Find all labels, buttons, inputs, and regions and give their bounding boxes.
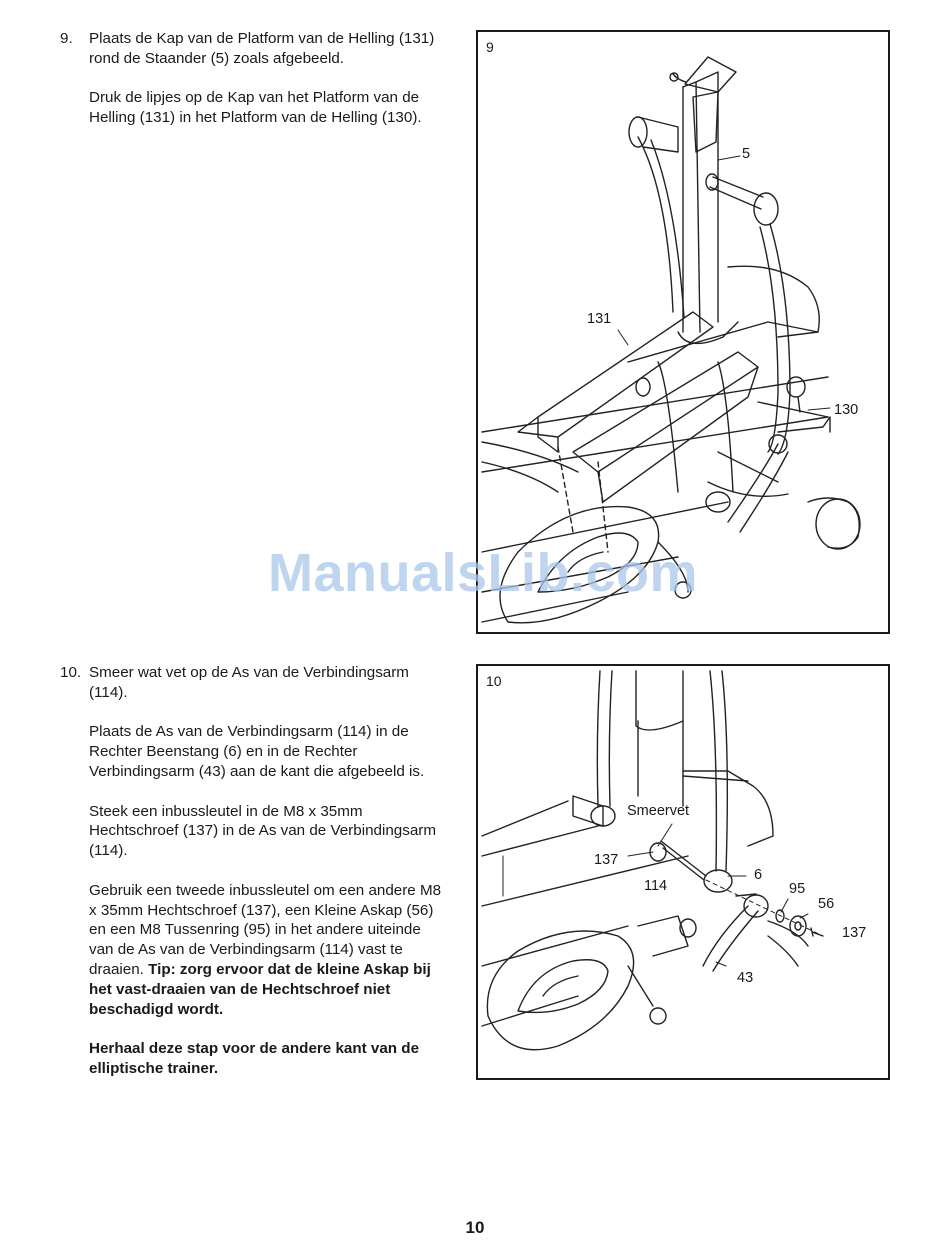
step-number: 10. [60,664,82,681]
step-paragraph: Smeer wat vet op de As van de Verbinding… [89,664,409,701]
step-10: 10. Smeer wat vet op de As van de Verbin… [60,663,445,1099]
step-tip: Tip: zorg ervoor dat de kleine Askap bij… [89,960,431,1018]
callout-137-left: 137 [594,852,619,868]
figure-number: 9 [486,39,494,55]
callout-137-right: 137 [842,925,867,941]
step-number: 9. [60,30,73,47]
step-text: Gebruik een tweede inbussleutel om een a… [89,881,442,978]
step-paragraph: Gebruik een tweede inbussleutel om een a… [89,881,445,1020]
step-paragraph: Plaats de Kap van de Platform van de Hel… [89,30,435,67]
step-paragraph: Steek een inbussleutel in de M8 x 35mm H… [89,802,436,860]
figure-10: 10 [476,664,890,1080]
callout-5: 5 [742,146,751,162]
page-number: 10 [465,1218,485,1237]
figure-10-drawing [481,670,824,1051]
callout-95: 95 [789,881,806,897]
callout-43: 43 [737,970,754,986]
callout-131: 131 [587,311,612,327]
callout-130: 130 [834,402,859,418]
callout-56: 56 [818,896,835,912]
step-9: 9. Plaats de Kap van de Platform van de … [60,29,445,148]
step-repeat-note: Herhaal deze stap voor de andere kant va… [89,1040,420,1077]
figure-9: 9 [476,30,890,634]
callout-114: 114 [644,878,668,894]
figure-number: 10 [486,673,502,689]
callout-smeervet: Smeervet [627,803,690,819]
watermark: ManualsLib.com [268,543,699,603]
figure-9-drawing [481,56,861,624]
callout-6: 6 [754,867,763,883]
step-paragraph: Druk de lipjes op de Kap van het Platfor… [89,89,422,127]
step-paragraph: Plaats de As van de Verbindingsarm (114)… [89,723,425,780]
